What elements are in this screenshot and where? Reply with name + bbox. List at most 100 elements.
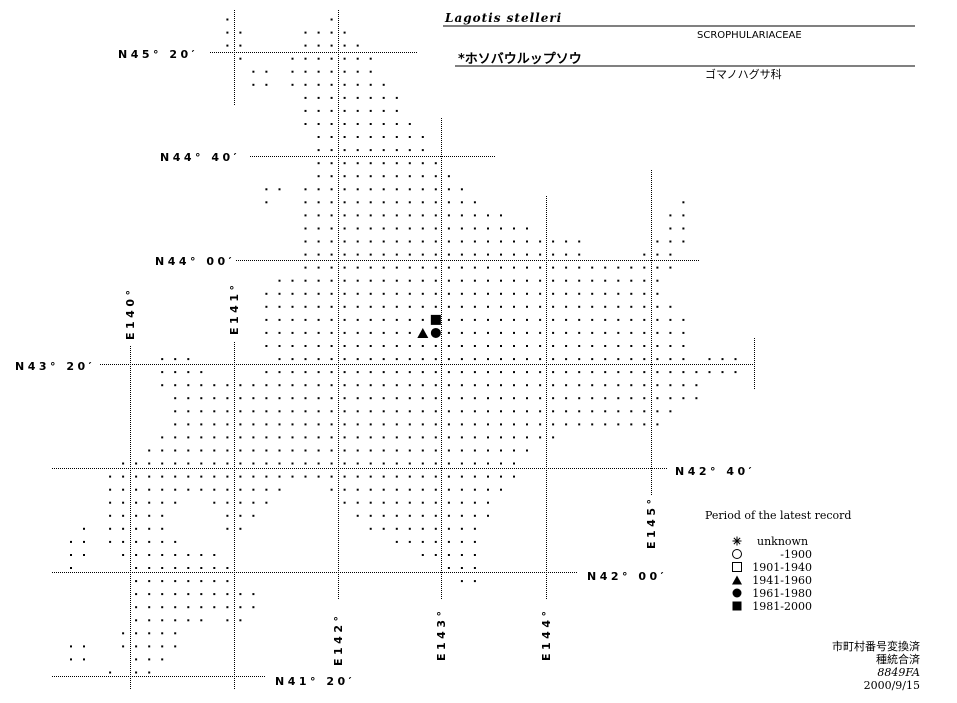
grid-dot bbox=[447, 214, 450, 217]
grid-dot bbox=[213, 436, 216, 439]
grid-dot bbox=[604, 318, 607, 321]
grid-dot bbox=[330, 227, 333, 230]
grid-dot bbox=[148, 449, 151, 452]
legend-item: unknown bbox=[732, 535, 808, 548]
grid-dot bbox=[369, 371, 372, 374]
grid-dot bbox=[552, 292, 555, 295]
grid-dot bbox=[643, 253, 646, 256]
grid-dot bbox=[239, 397, 242, 400]
grid-dot bbox=[356, 188, 359, 191]
grid-dot bbox=[395, 514, 398, 517]
grid-dot bbox=[708, 358, 711, 361]
grid-dot bbox=[356, 292, 359, 295]
grid-dot bbox=[578, 358, 581, 361]
grid-dot bbox=[473, 279, 476, 282]
grid-dot bbox=[122, 475, 125, 478]
grid-dot bbox=[148, 593, 151, 596]
grid-dot bbox=[265, 345, 268, 347]
grid-dot bbox=[669, 240, 672, 243]
grid-dot bbox=[343, 44, 346, 47]
open-square-icon bbox=[732, 562, 742, 572]
grid-dot bbox=[369, 436, 372, 439]
grid-dot bbox=[434, 423, 437, 426]
grid-dot bbox=[656, 423, 659, 426]
grid-dot bbox=[487, 514, 489, 517]
grid-dot bbox=[304, 358, 307, 361]
grid-dot bbox=[330, 410, 333, 413]
grid-dot bbox=[487, 318, 489, 321]
grid-dot bbox=[304, 253, 307, 256]
grid-dot bbox=[356, 109, 359, 112]
grid-dot bbox=[460, 345, 463, 347]
grid-dot bbox=[330, 240, 333, 243]
grid-dot bbox=[109, 501, 112, 504]
grid-dot bbox=[135, 501, 138, 504]
lon-label: E145° bbox=[645, 496, 658, 549]
grid-dot bbox=[369, 123, 372, 125]
grid-dot bbox=[343, 501, 346, 504]
grid-dot bbox=[304, 371, 307, 374]
grid-dot bbox=[265, 449, 268, 452]
grid-dot bbox=[565, 305, 568, 308]
grid-dot bbox=[487, 462, 489, 465]
grid-dot bbox=[578, 371, 581, 374]
grid-dot bbox=[630, 305, 633, 308]
lat-label: N44° 00′ bbox=[155, 255, 235, 268]
grid-dot bbox=[395, 109, 398, 112]
grid-dot bbox=[109, 527, 112, 530]
grid-dot bbox=[434, 514, 437, 517]
grid-dot bbox=[643, 397, 646, 400]
grid-dot bbox=[343, 488, 346, 491]
grid-dot bbox=[526, 266, 528, 269]
grid-dot bbox=[304, 109, 307, 112]
grid-dot bbox=[408, 240, 411, 243]
grid-dot bbox=[369, 201, 372, 204]
grid-dot bbox=[356, 331, 359, 334]
grid-dot bbox=[330, 44, 333, 47]
grid-dot bbox=[382, 475, 385, 478]
grid-dot bbox=[317, 109, 320, 112]
grid-dot bbox=[161, 514, 164, 517]
grid-dot bbox=[239, 527, 242, 530]
grid-dot bbox=[565, 358, 568, 361]
grid-dot bbox=[226, 410, 229, 413]
grid-dot bbox=[591, 266, 594, 269]
grid-dot bbox=[343, 371, 346, 374]
footer-date: 2000/9/15 bbox=[864, 679, 920, 692]
grid-dot bbox=[447, 371, 450, 374]
grid-dot bbox=[161, 462, 164, 465]
grid-dot bbox=[513, 384, 515, 387]
grid-dot bbox=[317, 214, 320, 217]
grid-dot bbox=[591, 279, 594, 282]
grid-dot bbox=[356, 96, 359, 99]
grid-dot bbox=[330, 305, 333, 308]
grid-dot bbox=[265, 501, 268, 504]
grid-dot bbox=[148, 606, 151, 609]
grid-dot bbox=[122, 540, 125, 543]
grid-dot bbox=[70, 658, 72, 661]
grid-dot bbox=[604, 292, 607, 295]
grid-dot bbox=[200, 397, 203, 400]
grid-dot bbox=[265, 70, 268, 73]
grid-dot bbox=[434, 175, 437, 178]
grid-dot bbox=[513, 410, 515, 413]
grid-dot bbox=[539, 292, 542, 295]
grid-dot bbox=[330, 384, 333, 387]
grid-dot bbox=[161, 488, 164, 491]
grid-dot bbox=[330, 175, 333, 178]
grid-dot bbox=[122, 462, 125, 465]
grid-dot bbox=[161, 580, 164, 583]
grid-dot bbox=[604, 384, 607, 387]
grid-dot bbox=[539, 410, 542, 413]
grid-dot bbox=[200, 619, 203, 622]
grid-dot bbox=[591, 305, 594, 308]
grid-dot bbox=[343, 331, 346, 334]
grid-dot bbox=[460, 567, 463, 569]
grid-dot bbox=[356, 57, 359, 60]
grid-dot bbox=[148, 540, 151, 543]
grid-dot bbox=[630, 358, 633, 361]
grid-dot bbox=[395, 397, 398, 400]
grid-dot bbox=[643, 318, 646, 321]
grid-dot bbox=[161, 527, 164, 530]
grid-dot bbox=[369, 331, 372, 334]
